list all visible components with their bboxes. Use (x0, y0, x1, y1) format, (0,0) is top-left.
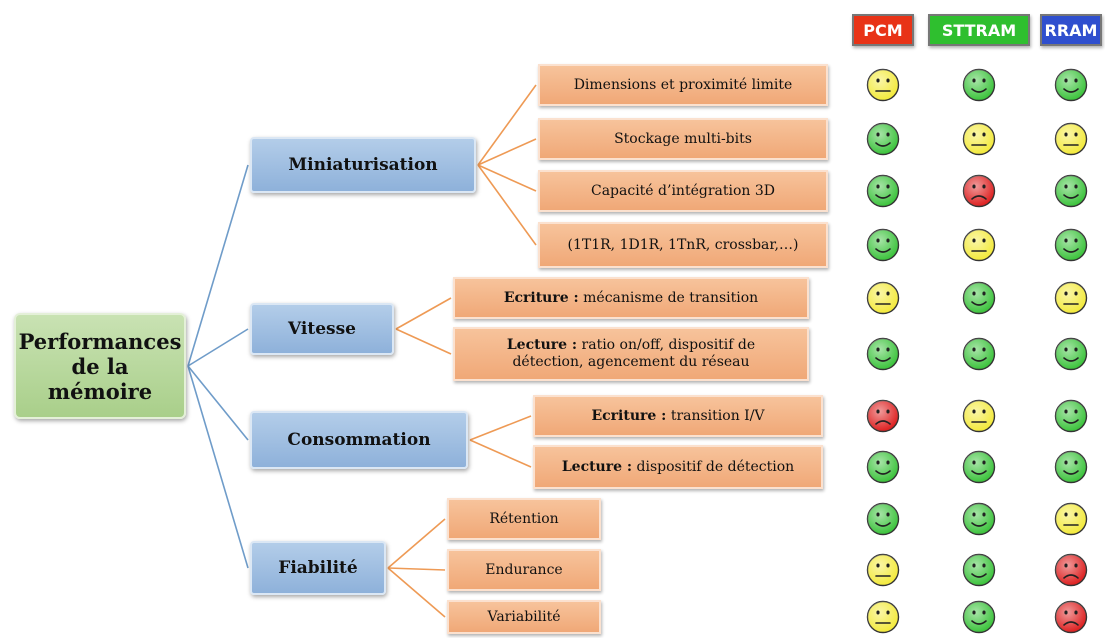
rating-good-face-icon-sttram (962, 281, 996, 315)
rating-neutral-face-icon-pcm (866, 600, 900, 634)
rating-good-face-icon-sttram (962, 502, 996, 536)
category-fiabilite: Fiabilité (250, 541, 386, 595)
rating-neutral-face-icon-rram (1054, 122, 1088, 156)
rating-good-face-icon-rram (1054, 68, 1088, 102)
criterion-label: (1T1R, 1D1R, 1TnR, crossbar,…) (567, 236, 799, 253)
connector-line (469, 439, 532, 468)
rating-neutral-face-icon-sttram (962, 228, 996, 262)
category-miniaturisation: Miniaturisation (250, 137, 476, 193)
criterion-label: Endurance (485, 561, 563, 578)
rating-good-face-icon-sttram (962, 337, 996, 371)
rating-neutral-face-icon-pcm (866, 281, 900, 315)
rating-good-face-icon-rram (1054, 228, 1088, 262)
criterion-lecture-consommation: Lecture : dispositif de détection (533, 445, 823, 489)
criterion-prefix: Lecture : (506, 337, 578, 353)
criterion-label: mécanisme de transition (583, 289, 759, 306)
connector-line (477, 164, 537, 192)
rating-good-face-icon-sttram (962, 553, 996, 587)
category-vitesse: Vitesse (250, 303, 394, 355)
rating-good-face-icon-sttram (962, 450, 996, 484)
connector-line (187, 328, 249, 367)
rating-good-face-icon-sttram (962, 68, 996, 102)
connector-line (387, 567, 446, 618)
criterion-prefix: Lecture : (561, 458, 633, 475)
criterion-label: dispositif de détection (636, 458, 795, 475)
rating-good-face-icon-rram (1054, 337, 1088, 371)
criterion-integration-3d: Capacité d’intégration 3D (538, 170, 828, 212)
connector-line (187, 164, 249, 367)
connector-line (387, 567, 446, 571)
rating-neutral-face-icon-sttram (962, 399, 996, 433)
criterion-label: ratio on/off, dispositif de détection, a… (512, 337, 756, 370)
criterion-label: Capacité d’intégration 3D (591, 182, 775, 199)
criterion-prefix: Ecriture : (503, 289, 579, 306)
criterion-endurance: Endurance (447, 549, 601, 591)
rating-neutral-face-icon-sttram (962, 122, 996, 156)
rating-good-face-icon-sttram (962, 600, 996, 634)
category-consommation: Consommation (250, 411, 468, 469)
rating-good-face-icon-rram (1054, 450, 1088, 484)
criterion-label: Stockage multi-bits (614, 130, 752, 147)
connector-line (395, 328, 452, 355)
rating-good-face-icon-pcm (866, 337, 900, 371)
criterion-architecture: (1T1R, 1D1R, 1TnR, crossbar,…) (538, 222, 828, 268)
rating-good-face-icon-pcm (866, 450, 900, 484)
criterion-prefix: Ecriture : (591, 407, 667, 424)
rating-good-face-icon-rram (1054, 399, 1088, 433)
criterion-label: Dimensions et proximité limite (573, 76, 793, 93)
connector-line (187, 365, 249, 569)
criterion-variabilite: Variabilité (447, 600, 601, 634)
rating-bad-face-icon-pcm (866, 399, 900, 433)
criterion-retention: Rétention (447, 498, 601, 540)
criterion-label: Rétention (489, 510, 559, 527)
header-pcm: PCM (852, 14, 914, 46)
connector-line (395, 297, 452, 330)
rating-bad-face-icon-rram (1054, 600, 1088, 634)
root-label-line1: Performances (18, 328, 182, 354)
header-rram: RRAM (1040, 14, 1102, 46)
rating-good-face-icon-pcm (866, 174, 900, 208)
criterion-stockage: Stockage multi-bits (538, 118, 828, 160)
criterion-ecriture-consommation: Ecriture : transition I/V (533, 395, 823, 437)
rating-good-face-icon-pcm (866, 228, 900, 262)
rating-bad-face-icon-sttram (962, 174, 996, 208)
rating-neutral-face-icon-rram (1054, 281, 1088, 315)
root-label-line2: de la mémoire (47, 353, 153, 404)
connector-line (469, 415, 532, 441)
rating-good-face-icon-pcm (866, 502, 900, 536)
criterion-dimensions: Dimensions et proximité limite (538, 64, 828, 106)
connector-line (477, 84, 537, 166)
rating-neutral-face-icon-pcm (866, 553, 900, 587)
header-sttram: STTRAM (928, 14, 1030, 46)
connector-line (477, 138, 537, 166)
rating-neutral-face-icon-rram (1054, 502, 1088, 536)
criterion-label: transition I/V (670, 407, 765, 424)
connector-line (477, 164, 537, 246)
criterion-label: Variabilité (487, 608, 561, 625)
rating-good-face-icon-rram (1054, 174, 1088, 208)
rating-neutral-face-icon-pcm (866, 68, 900, 102)
connector-line (187, 365, 249, 441)
rating-bad-face-icon-rram (1054, 553, 1088, 587)
rating-good-face-icon-pcm (866, 122, 900, 156)
criterion-lecture-vitesse: Lecture : ratio on/off, dispositif de dé… (453, 327, 809, 381)
criterion-ecriture-vitesse: Ecriture : mécanisme de transition (453, 277, 809, 319)
connector-line (387, 518, 446, 569)
